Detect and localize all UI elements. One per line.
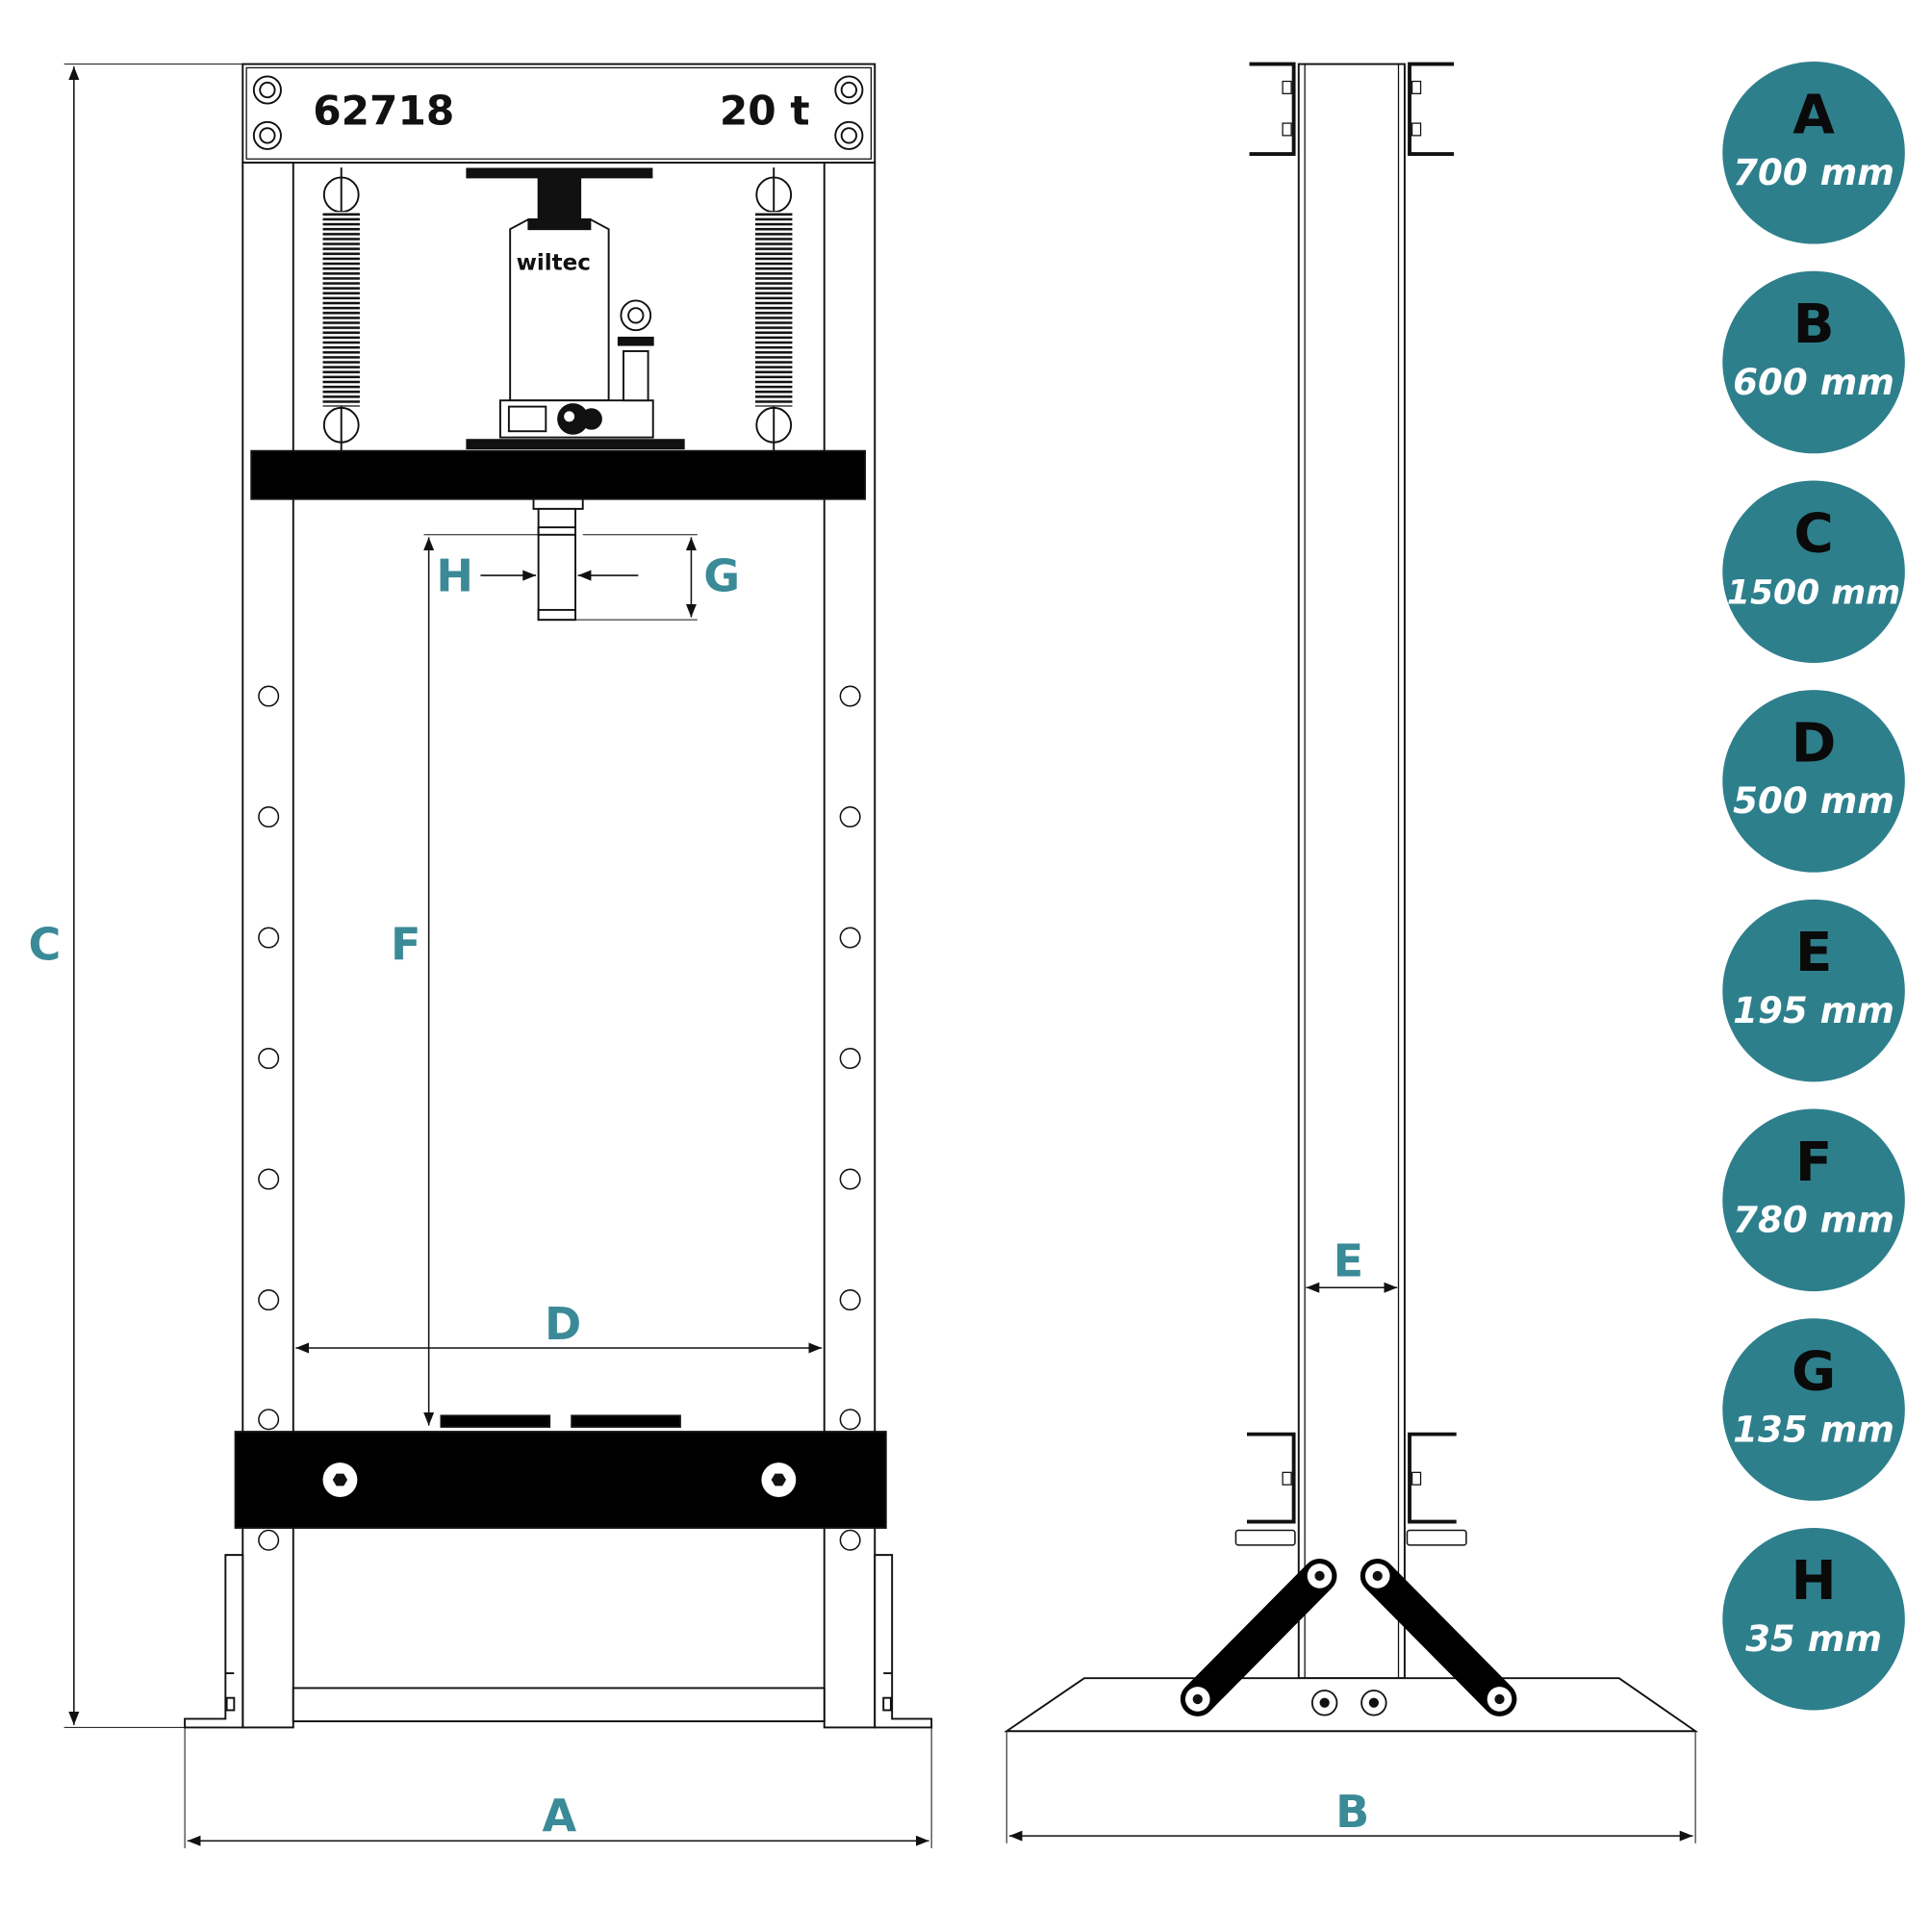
top-brackets (1249, 62, 1455, 156)
legend-badge-value: 195 mm (1733, 990, 1894, 1031)
legend-badge-circle (1722, 899, 1905, 1082)
post-holes (258, 685, 861, 1551)
table-brackets (1246, 1432, 1457, 1524)
legend-badge-value: 500 mm (1733, 780, 1894, 822)
side-base (1004, 1677, 1699, 1733)
legend-badge-letter: D (1792, 712, 1837, 775)
legend-badge-e: E 195 mm (1722, 899, 1905, 1082)
legend-badge-value: 135 mm (1733, 1409, 1894, 1450)
legend-badge-circle (1722, 690, 1905, 873)
legend-badge-h: H 35 mm (1722, 1527, 1905, 1711)
left-foot (184, 1554, 244, 1729)
side-dimensions (1005, 1282, 1696, 1843)
legend-badge-circle (1722, 270, 1905, 454)
press-plate (250, 449, 866, 500)
top-plate (242, 63, 877, 165)
dim-label-e: E (1334, 1235, 1364, 1287)
legend-badge-circle (1722, 480, 1905, 663)
legend-badge-circle (1722, 62, 1905, 244)
legend-badge-circle (1722, 1318, 1905, 1501)
side-post (1297, 63, 1406, 1680)
legend-badge-circle (1722, 1527, 1905, 1711)
legend-badge-letter: H (1791, 1550, 1836, 1613)
dimension-letters: C A D F H G B E (28, 550, 1369, 1842)
ram (532, 497, 584, 622)
legend-badge-b: B 600 mm (1722, 270, 1905, 454)
legend-badge-letter: G (1792, 1341, 1836, 1404)
legend-badge-g: G 135 mm (1722, 1318, 1905, 1501)
legend-badge-d: D 500 mm (1722, 690, 1905, 873)
dim-label-c: C (28, 919, 61, 971)
legend-badge-value: 1500 mm (1727, 574, 1900, 613)
legend-badge-value: 700 mm (1733, 152, 1894, 193)
bottom-crossbar (292, 1687, 826, 1722)
dim-label-h: H (436, 550, 473, 602)
model-number: 62718 (313, 87, 454, 134)
dim-label-b: B (1335, 1786, 1369, 1838)
dim-label-f: F (391, 919, 421, 971)
dim-label-g: G (703, 550, 740, 602)
legend-badge-circle (1722, 1108, 1905, 1292)
legend-badge-f: F 780 mm (1722, 1108, 1905, 1292)
bottle-jack (466, 167, 685, 450)
capacity-label: 20 t (720, 87, 810, 134)
front-dimensions (64, 64, 932, 1848)
legend-badge-value: 780 mm (1733, 1200, 1894, 1241)
legend-badge-letter: F (1795, 1131, 1832, 1194)
right-spring (755, 167, 793, 452)
dim-label-a: A (542, 1790, 576, 1842)
left-spring (322, 167, 360, 452)
table-bolts (322, 1462, 797, 1497)
legend-badge-letter: B (1793, 293, 1835, 356)
left-brace (1180, 1558, 1337, 1716)
top-plate-bolts (252, 75, 864, 150)
legend-badge-a: A 700 mm (1722, 62, 1905, 244)
dim-label-d: D (545, 1298, 581, 1350)
front-view (184, 63, 933, 1729)
brand-label: wiltec (517, 250, 591, 275)
dimension-legend: A 700 mm B 600 mm C 1500 mm D 500 mm E 195 mm F 780… (1722, 62, 1905, 1711)
legend-badge-letter: E (1795, 922, 1832, 984)
legend-badge-letter: C (1793, 503, 1833, 566)
legend-badge-value: 600 mm (1733, 362, 1894, 403)
legend-badge-value: 35 mm (1745, 1618, 1882, 1660)
legend-badge-letter: A (1792, 84, 1835, 146)
right-brace (1360, 1558, 1517, 1716)
side-view (1004, 62, 1699, 1733)
right-foot (874, 1554, 933, 1729)
legend-badge-c: C 1500 mm (1722, 480, 1905, 663)
